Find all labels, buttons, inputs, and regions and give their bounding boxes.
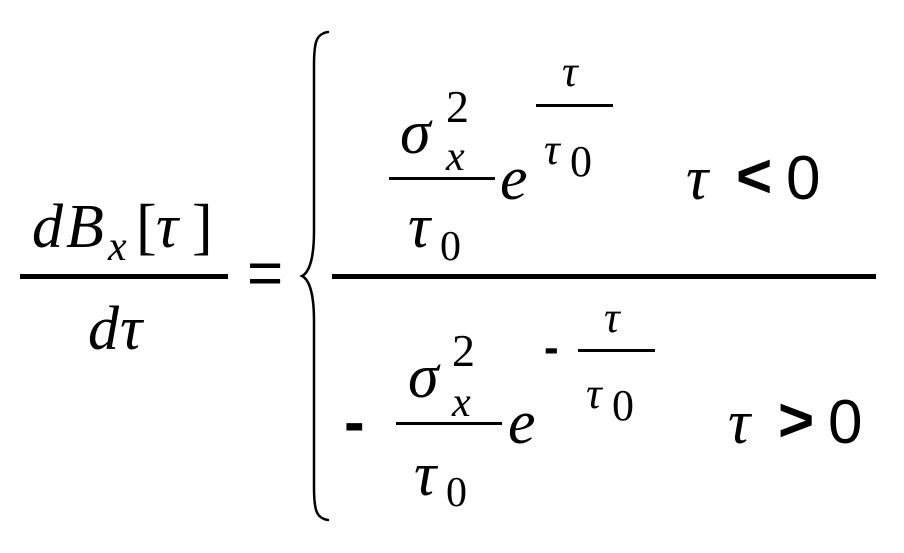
case1-exp-numerator: τ (562, 47, 578, 96)
case1-condition-operator: < (736, 142, 773, 211)
case2-sigma: σ (408, 343, 439, 411)
case2-exp-denominator-subscript: 0 (612, 381, 634, 430)
case2-exp-sign: - (544, 323, 559, 372)
case1-fraction-bar (389, 177, 495, 180)
lhs-denominator-tau: τ (120, 295, 143, 363)
case1-sigma: σ (400, 99, 431, 167)
lhs-fraction-bar (20, 274, 228, 279)
case1-condition-tau: τ (686, 145, 709, 213)
case2-exp-fraction-bar (578, 349, 655, 352)
case1-sigma-subscript: x (446, 134, 465, 180)
case2-condition-operator: > (778, 386, 815, 455)
case1-condition-value: 0 (786, 144, 821, 213)
case2-denominator-tau: τ (414, 441, 437, 509)
case2-e: e (508, 389, 536, 457)
lhs-b-subscript: x (108, 224, 127, 270)
lhs-denominator-d: d (88, 295, 119, 363)
case2-denominator-subscript: 0 (446, 470, 467, 516)
lhs-b: B (66, 193, 104, 261)
lhs-d: d (32, 193, 63, 261)
left-brace-icon (299, 30, 330, 522)
case2-fraction-bar (396, 422, 502, 425)
equals-sign: = (247, 239, 284, 308)
case-separator-bar (332, 274, 876, 279)
lhs-bracket-close: ] (192, 193, 213, 261)
lhs-tau: τ (156, 193, 179, 261)
case1-denominator-tau: τ (408, 193, 431, 261)
case1-exp-fraction-bar (536, 104, 613, 107)
case2-condition-tau: τ (728, 389, 751, 457)
case2-leading-sign: - (344, 388, 365, 457)
case2-condition-value: 0 (828, 388, 863, 457)
case1-e: e (500, 145, 528, 213)
lhs-bracket-open: [ (136, 193, 157, 261)
case2-exp-numerator: τ (604, 293, 620, 342)
case2-sigma-subscript: x (452, 380, 471, 426)
case1-exp-denominator-tau: τ (544, 125, 560, 174)
case2-exp-denominator-tau: τ (586, 369, 602, 418)
case2-sigma-superscript: 2 (452, 325, 475, 376)
case1-sigma-superscript: 2 (446, 81, 469, 132)
case1-denominator-subscript: 0 (440, 224, 461, 270)
case1-exp-denominator-subscript: 0 (570, 137, 592, 186)
